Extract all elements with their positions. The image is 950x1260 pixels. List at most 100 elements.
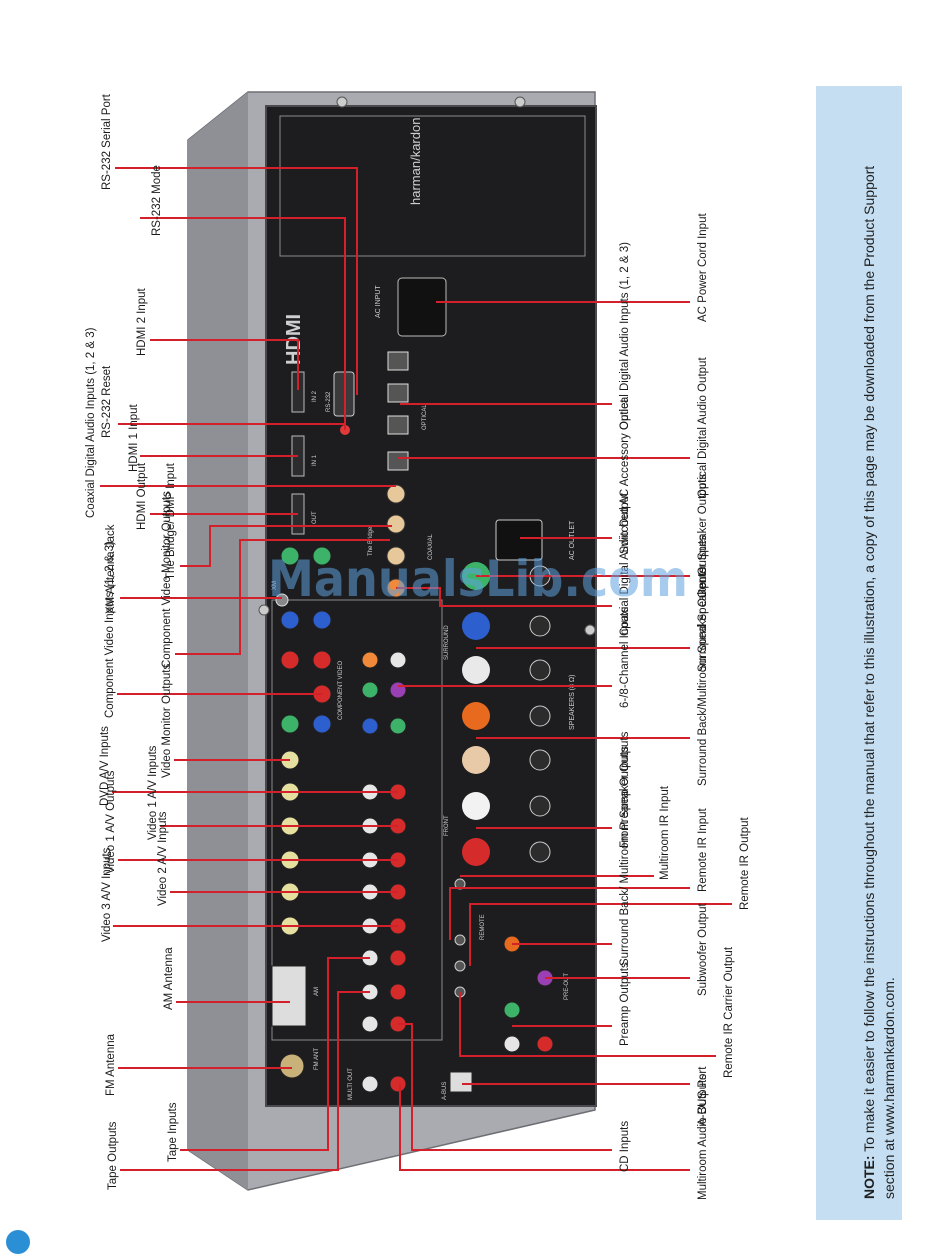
ac-outlet (495, 519, 543, 561)
speaker-front-r-plus (462, 838, 490, 866)
am-marking: AM (314, 987, 320, 996)
callout-lines (100, 167, 732, 1171)
callout-ac-power-cord-input: AC Power Cord Input (697, 213, 709, 322)
rs232-marking: RS-232 (326, 391, 332, 412)
a-bus-marking: A-BUS (442, 1082, 448, 1100)
front-marking: FRONT (444, 815, 450, 836)
callout-remote-ir-input: Remote IR Input (697, 807, 709, 892)
note-body: To make it easier to follow the instruct… (861, 165, 897, 1199)
remote-ir-out (454, 960, 466, 972)
line-remote-ir-out (469, 903, 732, 966)
callout-multiroom-audio-outputs: Multiroom Audio Outputs (697, 1074, 709, 1200)
screw (336, 96, 348, 108)
line-tape-in (180, 957, 370, 1151)
speaker-sb-l-plus (462, 702, 490, 730)
callout-remote-ir-output: Remote IR Output (739, 817, 751, 910)
component-in-pb1 (280, 610, 300, 630)
callout-bridge-dmp-input: The Bridge/ DMP Input (165, 462, 177, 580)
cd-in-l (361, 1015, 379, 1033)
component-monitor-pb (312, 714, 332, 734)
line-comp-monitor (175, 539, 390, 655)
line-cd (398, 1023, 612, 1151)
line-rs232-serial (115, 167, 358, 395)
pre-out-marking: PRE-OUT (564, 973, 570, 1000)
optical-output (387, 451, 409, 471)
left-callouts: RS-232 Serial Port RS-232 Mode HDMI 2 In… (85, 93, 179, 1190)
callout-video1-av-inputs: Video 1 A/V Inputs (147, 745, 159, 840)
speaker-sb-r-plus (462, 746, 490, 774)
tape-out-r (389, 983, 407, 1001)
line-bridge (180, 525, 392, 567)
line-remote-ir-in (449, 887, 690, 940)
coaxial-marking: COAXIAL (428, 533, 434, 560)
component-in-pb2 (312, 610, 332, 630)
preamp-out-1 (503, 1001, 521, 1019)
optical-input-3 (387, 415, 409, 435)
note-label: NOTE: (861, 1155, 877, 1199)
component-in-pr1 (280, 650, 300, 670)
page-marker-dot (6, 1230, 30, 1254)
speaker-sb-l-minus (529, 705, 551, 727)
component-in-y2 (312, 546, 332, 566)
callout-coaxial-digital-audio-inputs: Coaxial Digital Audio Inputs (1, 2 & 3) (85, 327, 97, 518)
callout-rs232-mode: RS-232 Mode (151, 165, 163, 236)
callout-video3-av-inputs: Video 3 A/V Inputs (101, 847, 113, 942)
speaker-surround-r-plus (462, 656, 490, 684)
callout-component-video-monitor-outputs: Component Video Monitor Outputs (161, 491, 173, 668)
speaker-front-r-minus (529, 841, 551, 863)
callout-tape-inputs: Tape Inputs (167, 1102, 179, 1162)
component-in-y1 (280, 546, 300, 566)
six-ch-in-3 (361, 717, 379, 735)
callout-optical-digital-audio-inputs: Optical Digital Audio Inputs (1, 2 & 3) (619, 242, 631, 430)
callout-video-monitor-outputs: Video Monitor Outputs (161, 664, 173, 778)
callout-front-speaker-outputs: Front Speaker Outputs (619, 731, 631, 848)
right-callouts: AC Power Cord Input Optical Digital Audi… (619, 213, 751, 1200)
callout-am-antenna: AM Antenna (163, 947, 175, 1010)
hdmi-in1-marking: IN 1 (312, 454, 318, 466)
line-tape-out (120, 991, 370, 1171)
callout-hdmi-output: HDMI Output (136, 462, 148, 530)
callout-switched-ac-accessory-outlet: Switched AC Accessory Outlet (619, 399, 631, 554)
multiroom-out-r (389, 1075, 407, 1093)
screw (584, 624, 596, 636)
callout-subwoofer-output: Subwoofer Output (697, 902, 709, 996)
preamp-out-3 (536, 1035, 554, 1053)
speaker-sb-r-minus (529, 749, 551, 771)
speakers-marking: SPEAKERS (8 Ω) (569, 675, 576, 730)
brand-label: harman/kardon (408, 118, 423, 205)
callout-cd-inputs: CD Inputs (619, 1121, 631, 1172)
hdmi-out-marking: OUT (312, 511, 318, 524)
surround-marking: SURROUND (444, 625, 450, 660)
six-ch-in-6 (389, 651, 407, 669)
callout-xm-antenna-jack: XM Antenna Jack (105, 524, 117, 614)
line-ir-carrier (459, 992, 716, 1057)
screw (258, 604, 270, 616)
line-hdmi2 (150, 339, 299, 390)
xm-marking: XM (272, 581, 278, 590)
component-monitor-y (280, 714, 300, 734)
optical-marking: OPTICAL (422, 404, 428, 430)
callout-a-bus-port: A-BUS Port (697, 1066, 709, 1126)
optical-input-1 (387, 351, 409, 371)
optical-input-2 (387, 383, 409, 403)
multiroom-out-l (361, 1075, 379, 1093)
ac-input-marking: AC INPUT (375, 285, 382, 318)
speaker-front-l-minus (529, 795, 551, 817)
callout-rs232-serial-port: RS-232 Serial Port (101, 93, 113, 190)
fm-antenna-connector (279, 1053, 305, 1079)
speaker-surround-l-minus (529, 615, 551, 637)
speaker-surround-l-plus (462, 612, 490, 640)
callout-dvd-av-inputs: DVD A/V Inputs (99, 726, 111, 806)
callout-surround-back-multiroom-preamp-outputs: Surround Back/ Multiroom Preamp Outputs (619, 746, 631, 966)
ac-input-socket (397, 277, 447, 337)
a-bus-port (449, 1071, 473, 1093)
callout-optical-digital-audio-output: Optical Digital Audio Output (697, 357, 709, 498)
tape-in-r (389, 949, 407, 967)
panel-divider-io (271, 599, 443, 1041)
callout-coaxial-digital-audio-output: Coaxial Digital Audio Output (619, 492, 631, 636)
line-multiroom-out (399, 1084, 690, 1171)
six-ch-in-4 (389, 681, 407, 699)
coaxial-input-3 (386, 546, 406, 566)
fm-ant-marking: FM ANT (314, 1048, 320, 1070)
